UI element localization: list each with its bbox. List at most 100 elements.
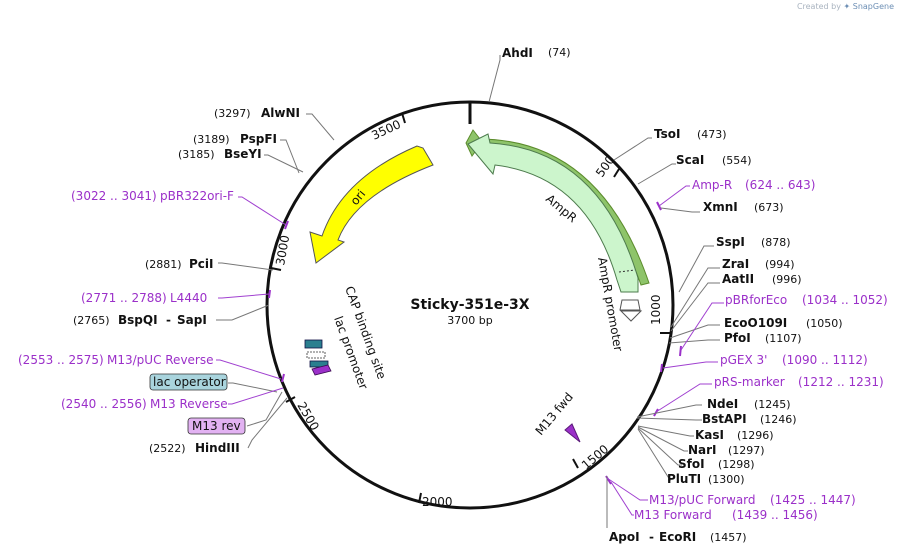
- plasmid-size: 3700 bp: [447, 314, 492, 327]
- pos-aatii: (996): [772, 273, 802, 286]
- ampr-promoter-boundary: [618, 269, 636, 273]
- label-ahdi[interactable]: AhdI: [502, 46, 533, 60]
- pos-nari: (1297): [728, 444, 765, 457]
- pos-pbrforeco: (1034 .. 1052): [802, 293, 888, 307]
- label-m13-reverse[interactable]: M13 Reverse: [150, 397, 228, 411]
- label-m13-rev[interactable]: M13 rev: [192, 419, 241, 433]
- m13-rev-arrow: [311, 364, 332, 376]
- lac-promoter-box: [306, 351, 326, 359]
- pos-ahdi: (74): [548, 46, 571, 59]
- label-xmni[interactable]: XmnI: [703, 200, 738, 214]
- pos-m13-puc-forward: (1425 .. 1447): [770, 493, 856, 507]
- pos-bseyi: (3185): [178, 148, 215, 161]
- label-pcii[interactable]: PciI: [189, 257, 214, 271]
- pos-l4440: (2771 .. 2788): [81, 291, 167, 305]
- label-zrai[interactable]: ZraI: [722, 257, 749, 271]
- label-bspqi-sep: -: [166, 313, 171, 327]
- label-pfoi[interactable]: PfoI: [724, 331, 751, 345]
- pos-m13-puc-reverse: (2553 .. 2575): [18, 353, 104, 367]
- pos-xmni: (673): [754, 201, 784, 214]
- left-primer-leader-lines: [216, 196, 287, 405]
- plasmid-name: Sticky-351e-3X: [410, 297, 529, 313]
- lac-operator-tag: [149, 373, 228, 391]
- right-primer-leader-lines: [606, 185, 724, 516]
- left-labels: (3297) AlwNI (3189) PspFI (3185) BseYI (…: [18, 106, 300, 455]
- left-leader-lines: [216, 113, 335, 449]
- pos-pluti: (1300): [708, 473, 745, 486]
- label-bspqi[interactable]: BspQI: [118, 313, 158, 327]
- pos-m13-reverse: (2540 .. 2556): [61, 397, 147, 411]
- right-labels: AhdI (74) TsoI (473) ScaI (554) Amp-R (6…: [502, 46, 888, 544]
- label-hindiii[interactable]: HindIII: [195, 441, 240, 455]
- tick-marks: [270, 112, 670, 504]
- label-bseyi[interactable]: BseYI: [224, 147, 262, 161]
- tick-500: [613, 168, 620, 178]
- label-apoi[interactable]: ApoI: [609, 530, 640, 544]
- label-tsoi[interactable]: TsoI: [654, 127, 680, 141]
- label-scai[interactable]: ScaI: [676, 153, 704, 167]
- pos-amp-r: (624 .. 643): [745, 178, 815, 192]
- label-bstapi[interactable]: BstAPI: [702, 412, 747, 426]
- label-prs-marker[interactable]: pRS-marker: [714, 375, 785, 389]
- pos-bspqi: (2765): [73, 314, 110, 327]
- label-ndei[interactable]: NdeI: [707, 397, 738, 411]
- pos-ndei: (1245): [754, 398, 791, 411]
- pos-sfoi: (1298): [718, 458, 755, 471]
- pos-bstapi: (1246): [760, 413, 797, 426]
- tick-label-2000: 2000: [422, 495, 453, 509]
- pos-zrai: (994): [765, 258, 795, 271]
- label-pbr322ori-f[interactable]: pBR322ori-F: [160, 189, 234, 203]
- pos-alwni: (3297): [214, 107, 251, 120]
- tick-label-3000: 3000: [273, 234, 292, 267]
- label-pbrforeco[interactable]: pBRforEco: [725, 293, 787, 307]
- label-nari[interactable]: NarI: [688, 443, 717, 457]
- snapgene-credit: Created by ✦ SnapGene: [797, 2, 894, 11]
- label-sfoi[interactable]: SfoI: [678, 457, 705, 471]
- pos-kasi: (1296): [737, 429, 774, 442]
- tick-1500: [572, 458, 579, 469]
- label-kasi[interactable]: KasI: [695, 428, 724, 442]
- tick-2500: [285, 396, 296, 403]
- label-aatii[interactable]: AatII: [722, 272, 754, 286]
- label-apoi-sep: -: [649, 530, 654, 544]
- label-l4440[interactable]: L4440: [170, 291, 207, 305]
- label-pluti[interactable]: PluTI: [667, 472, 701, 486]
- tick-3500: [401, 112, 406, 124]
- tick-2000: [418, 492, 422, 504]
- pos-ecori: (1457): [710, 531, 747, 544]
- pos-m13-forward: (1439 .. 1456): [732, 508, 818, 522]
- label-sapi[interactable]: SapI: [177, 313, 207, 327]
- pos-pspfi: (3189): [193, 133, 230, 146]
- credit-brand: SnapGene: [852, 2, 894, 11]
- label-m13-forward[interactable]: M13 Forward: [634, 508, 712, 522]
- ampr-promoter-arrow: [619, 299, 643, 322]
- label-m13-puc-reverse[interactable]: M13/pUC Reverse: [107, 353, 214, 367]
- label-amp-r[interactable]: Amp-R: [692, 178, 732, 192]
- pos-pfoi: (1107): [765, 332, 802, 345]
- pos-hindiii: (2522): [149, 442, 186, 455]
- label-m13-puc-forward[interactable]: M13/pUC Forward: [649, 493, 756, 507]
- m13-rev-tag: [187, 417, 246, 435]
- label-ecori[interactable]: EcoRI: [659, 530, 696, 544]
- label-alwni[interactable]: AlwNI: [261, 106, 300, 120]
- m13-fwd-arrow: [564, 423, 581, 443]
- label-pgex3[interactable]: pGEX 3': [720, 353, 767, 367]
- label-lac-operator[interactable]: lac operator: [153, 375, 226, 389]
- tick-label-1000: 1000: [649, 294, 663, 325]
- pos-tsoi: (473): [697, 128, 727, 141]
- snapgene-logo-icon: ✦: [843, 2, 851, 11]
- cap-binding-site-box: [304, 339, 323, 349]
- label-ecoo109i[interactable]: EcoO109I: [724, 316, 787, 330]
- right-leader-lines: [488, 55, 720, 528]
- pos-pbr322ori-f: (3022 .. 3041): [71, 189, 157, 203]
- label-sspi[interactable]: SspI: [716, 235, 745, 249]
- pos-pcii: (2881): [145, 258, 182, 271]
- pos-scai: (554): [722, 154, 752, 167]
- pos-ecoo109i: (1050): [806, 317, 843, 330]
- credit-prefix: Created by: [796, 2, 841, 11]
- pos-prs-marker: (1212 .. 1231): [798, 375, 884, 389]
- pos-pgex3: (1090 .. 1112): [782, 353, 868, 367]
- pos-sspi: (878): [761, 236, 791, 249]
- label-pspfi[interactable]: PspFI: [240, 132, 277, 146]
